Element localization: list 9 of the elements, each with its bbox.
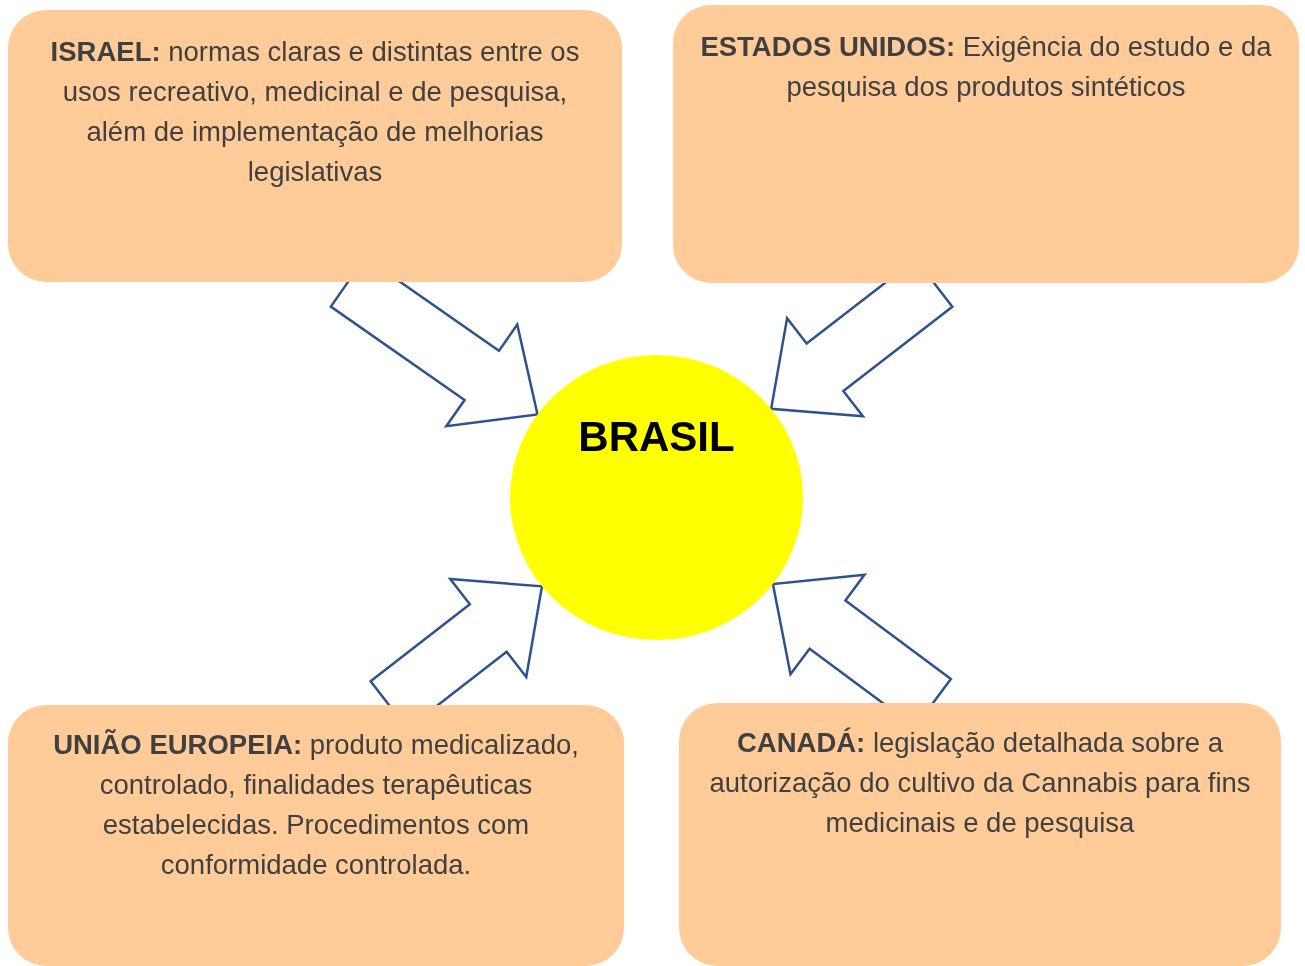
- box-text: ESTADOS UNIDOS: Exigência do estudo e da pesquisa dos produtos sintéticos: [699, 30, 1273, 104]
- country-box: [679, 703, 1281, 966]
- country-box: [673, 5, 1299, 283]
- box-text: ISRAEL: normas claras e distintas entre os usos recreativo, medicinal e de pesquisa, além de implementação de melhorias legislativas: [49, 35, 581, 189]
- box-text: UNIÃO EUROPEIA: produto medicalizado, controlado, finalidades terapêuticas estabelecidas. Procedimentos com conformidade controlada.: [52, 728, 580, 882]
- country-box: [8, 10, 622, 282]
- circle-label: BRASIL: [578, 413, 735, 461]
- country-box: [8, 705, 624, 966]
- box-text: CANADÁ: legislação detalhada sobre a autorização do cultivo da Cannabis para fins medicinais e de pesquisa: [708, 726, 1252, 840]
